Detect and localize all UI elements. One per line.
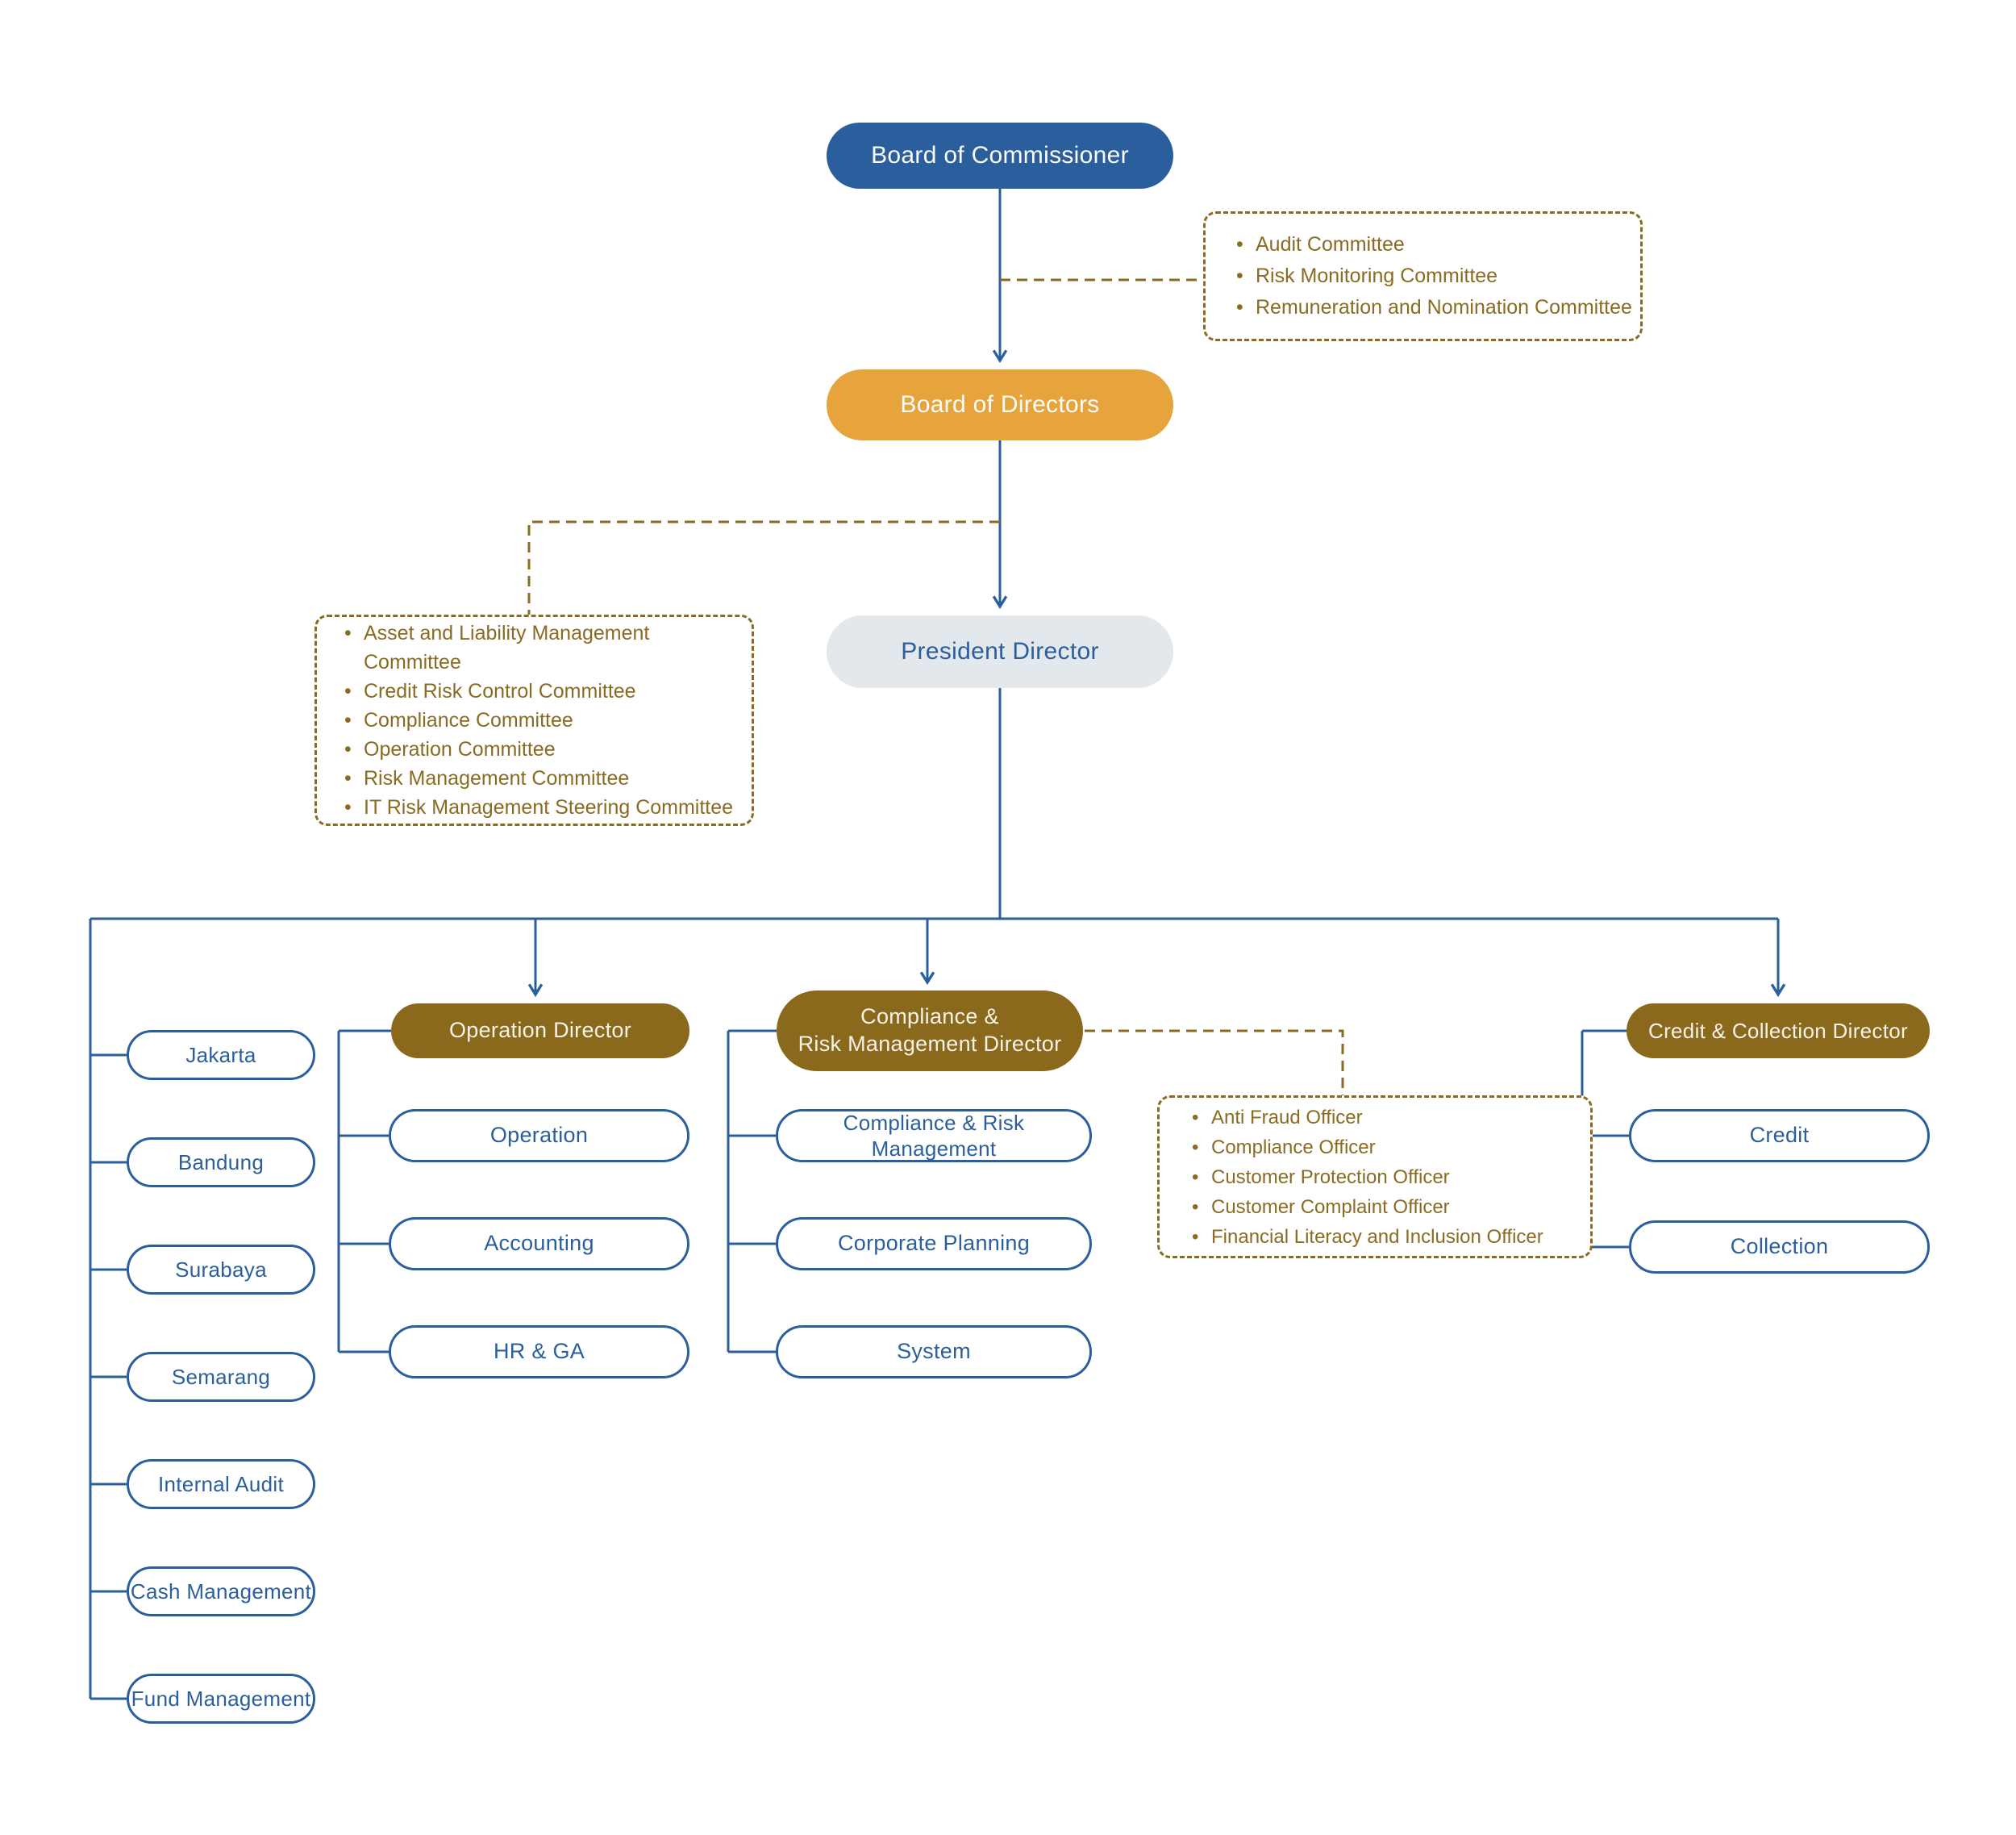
node-compliance-risk-director: Compliance & Risk Management Director	[777, 990, 1083, 1071]
node-cash-management: Cash Management	[127, 1566, 315, 1616]
node-credit-collection-director: Credit & Collection Director	[1627, 1003, 1930, 1058]
node-jakarta: Jakarta	[127, 1030, 315, 1080]
compliance-director-line1: Compliance &	[860, 1004, 999, 1029]
node-board-of-commissioner: Board of Commissioner	[827, 123, 1173, 189]
list-item: Audit Committee	[1231, 229, 1631, 261]
director-committees-list: Asset and Liability Management Committee…	[339, 619, 742, 822]
list-item: Financial Literacy and Inclusion Officer	[1187, 1222, 1582, 1252]
list-item: Compliance Officer	[1187, 1132, 1582, 1162]
list-item: Risk Monitoring Committee	[1231, 261, 1631, 292]
list-item: Operation Committee	[339, 735, 742, 764]
officers-list: Anti Fraud OfficerCompliance OfficerCust…	[1187, 1103, 1582, 1252]
node-internal-audit: Internal Audit	[127, 1459, 315, 1509]
commissioner-committees-list: Audit CommitteeRisk Monitoring Committee…	[1231, 229, 1632, 323]
list-item: Customer Protection Officer	[1187, 1162, 1582, 1192]
node-bandung: Bandung	[127, 1137, 315, 1187]
officers-box: Anti Fraud OfficerCompliance OfficerCust…	[1157, 1095, 1593, 1258]
list-item: Credit Risk Control Committee	[339, 677, 742, 706]
connector-dashed-director-committees	[527, 520, 1000, 615]
node-credit: Credit	[1629, 1109, 1930, 1162]
connector-dashed-officers	[1085, 1029, 1344, 1095]
connector-operation-group	[337, 1029, 391, 1352]
node-fund-management: Fund Management	[127, 1674, 315, 1724]
list-item: Risk Management Committee	[339, 764, 742, 793]
node-corporate-planning: Corporate Planning	[776, 1217, 1092, 1270]
node-system: System	[776, 1325, 1092, 1378]
connector-compliance-group	[727, 1029, 777, 1352]
list-item: Customer Complaint Officer	[1187, 1192, 1582, 1222]
compliance-director-line2: Risk Management Director	[798, 1032, 1062, 1056]
list-item: Anti Fraud Officer	[1187, 1103, 1582, 1132]
node-compliance-risk-management: Compliance & Risk Management	[776, 1109, 1092, 1162]
list-item: Asset and Liability Management Committee	[339, 619, 742, 677]
list-item: IT Risk Management Steering Committee	[339, 793, 742, 822]
node-operation-director: Operation Director	[391, 1003, 689, 1058]
node-board-of-directors: Board of Directors	[827, 369, 1173, 440]
node-operation: Operation	[389, 1109, 689, 1162]
list-item: Remuneration and Nomination Committee	[1231, 292, 1632, 323]
node-semarang: Semarang	[127, 1352, 315, 1402]
node-president-director: President Director	[827, 615, 1173, 688]
commissioner-committees-box: Audit CommitteeRisk Monitoring Committee…	[1203, 211, 1643, 341]
list-item: Compliance Committee	[339, 706, 742, 735]
node-surabaya: Surabaya	[127, 1245, 315, 1295]
node-hr-ga: HR & GA	[389, 1325, 689, 1378]
node-collection: Collection	[1629, 1220, 1930, 1274]
node-accounting: Accounting	[389, 1217, 689, 1270]
director-committees-box: Asset and Liability Management Committee…	[314, 615, 754, 826]
